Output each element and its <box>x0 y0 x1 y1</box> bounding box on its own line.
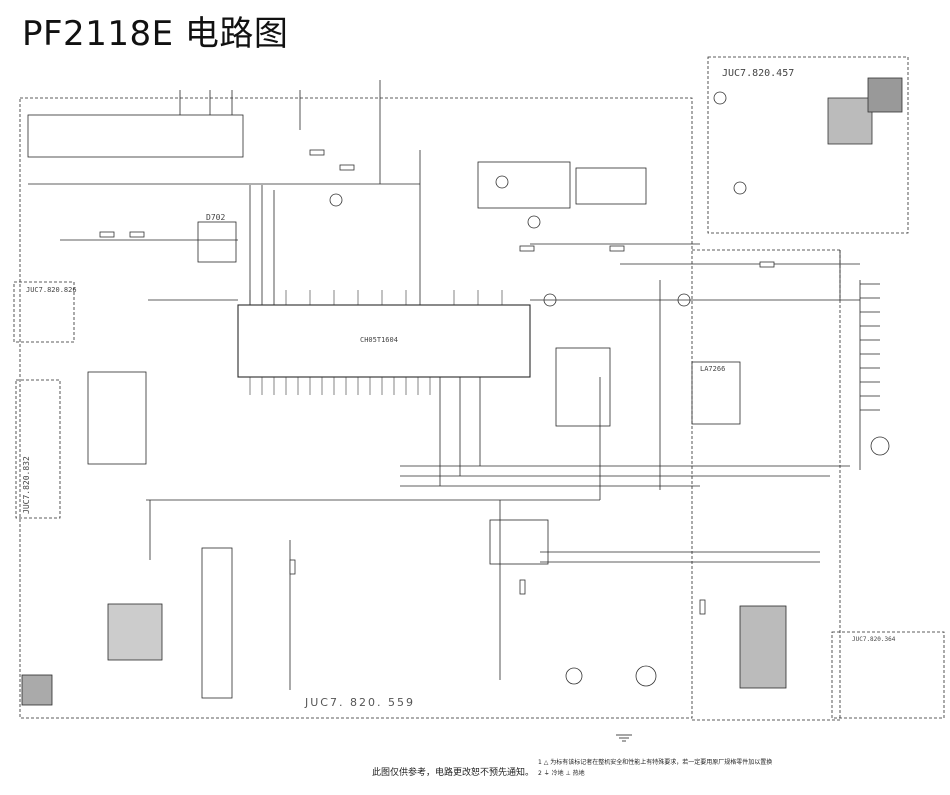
footer-note: 此图仅供参考，电路更改恕不预先通知。 <box>372 768 535 778</box>
tuner-module <box>827 97 873 145</box>
bridge-rectifier <box>107 603 163 661</box>
switch-transformer <box>739 605 787 689</box>
ic-left <box>87 371 147 465</box>
ic-main <box>237 304 531 378</box>
ic-d702 <box>197 221 237 263</box>
sub-board-left-tall <box>15 379 61 519</box>
board-label-main: JUC7. 820. 559 <box>305 696 415 709</box>
board-label-right-small: JUC7.820.364 <box>852 636 896 643</box>
flyback-transformer <box>201 547 233 699</box>
ic-audio-label: LA7266 <box>700 365 726 373</box>
board-label-left-small: JUC7.820.826 <box>26 286 77 294</box>
ic-upper-left <box>27 114 244 158</box>
footer-remarks: 1 △ 为标有该标记者在整机安全和性能上有特殊要求，若一定要用原厂规格零件加以置… <box>538 757 772 779</box>
footer-remark-1: 1 △ 为标有该标记者在整机安全和性能上有特殊要求，若一定要用原厂规格零件加以置… <box>538 759 773 766</box>
board-label-left-tall: JUC7.820.832 <box>22 456 31 514</box>
diagram-title: PF2118E 电路图 <box>22 14 289 54</box>
ic-d702-label: D702 <box>206 213 226 222</box>
footer-remark-2: 2 ⏚ 冷地 ⊥ 热地 <box>538 770 585 777</box>
sub-board-right-small <box>831 631 945 719</box>
ic-audio <box>691 361 741 425</box>
ic-main-label: CH05T1604 <box>360 336 398 344</box>
sub-board-top-right <box>707 56 909 234</box>
sub-board-left-small <box>13 281 75 343</box>
board-label-top-right: JUC7.820.457 <box>722 68 795 79</box>
